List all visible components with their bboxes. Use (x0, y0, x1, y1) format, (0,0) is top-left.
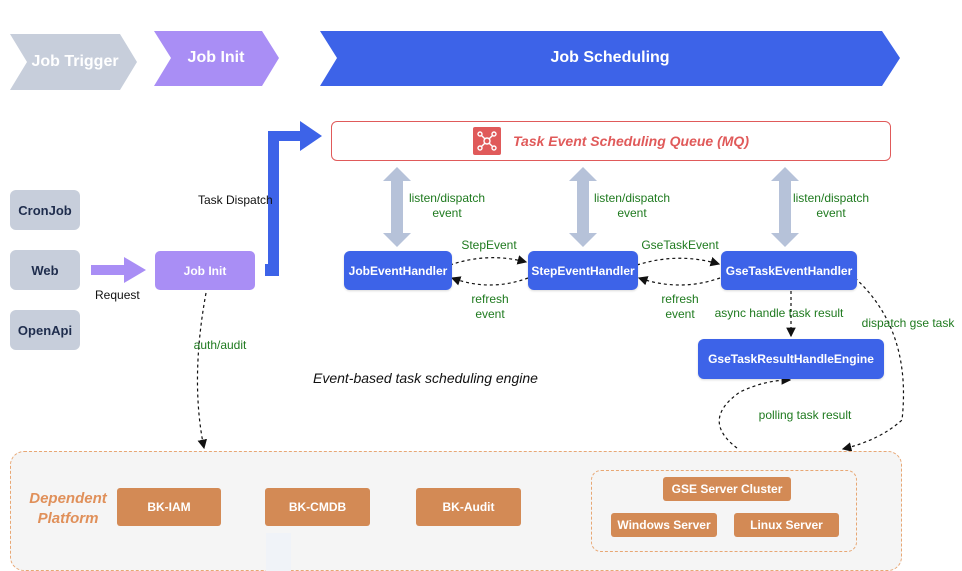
refresh-event-label-2: refresh event (661, 292, 699, 321)
listen-dispatch-label-step: listen/dispatch event (593, 191, 671, 220)
job-init-box[interactable]: Job Init (155, 251, 255, 290)
stage-job-init-label: Job Init (187, 49, 245, 66)
listen-arrow-job (383, 167, 411, 247)
gse-server-cluster-box[interactable]: GSE Server Cluster (663, 477, 791, 501)
job-event-handler[interactable]: JobEventHandler (344, 251, 452, 290)
gse-task-result-handle-engine[interactable]: GseTaskResultHandleEngine (698, 339, 884, 379)
polling-task-result-arrow (718, 375, 792, 449)
listen-arrow-step (569, 167, 597, 247)
linux-server-box[interactable]: Linux Server (734, 513, 839, 537)
refresh-event-arrow-1 (450, 276, 529, 286)
engine-caption: Event-based task scheduling engine (313, 370, 538, 386)
gse-task-event-label: GseTaskEvent (641, 238, 719, 252)
request-label: Request (95, 288, 140, 302)
request-arrow (91, 257, 146, 283)
trigger-openapi[interactable]: OpenApi (10, 310, 80, 350)
async-handle-label: async handle task result (714, 306, 844, 320)
gse-server-group (591, 470, 857, 552)
queue-title: Task Event Scheduling Queue (MQ) (513, 133, 749, 149)
step-event-label: StepEvent (461, 238, 517, 252)
stage-job-trigger-label: Job Trigger (31, 53, 119, 70)
listen-arrow-gse (771, 167, 799, 247)
bk-cmdb-box[interactable]: BK-CMDB (265, 488, 370, 526)
stage-job-scheduling-label: Job Scheduling (550, 49, 670, 66)
dependent-platform-title: Dependent Platform (29, 490, 107, 527)
bk-audit-box[interactable]: BK-Audit (416, 488, 521, 526)
task-dispatch-arrow (265, 121, 322, 276)
refresh-event-label-1: refresh event (471, 292, 509, 321)
dispatch-gse-task-label: dispatch gse task (861, 316, 955, 330)
stage-job-trigger-chevron (10, 34, 137, 90)
auth-audit-arrow (196, 292, 208, 450)
stage-job-scheduling-chevron (320, 31, 900, 86)
polling-task-result-label: polling task result (758, 408, 852, 422)
refresh-event-arrow-2 (637, 276, 721, 286)
listen-dispatch-label-gse: listen/dispatch event (792, 191, 870, 220)
dispatch-gse-task-arrow (841, 277, 905, 452)
step-event-handler[interactable]: StepEventHandler (528, 251, 638, 290)
gse-task-event-arrow (636, 257, 721, 267)
step-event-arrow (449, 255, 528, 266)
trigger-web[interactable]: Web (10, 250, 80, 290)
task-event-queue[interactable]: Task Event Scheduling Queue (MQ) (331, 121, 891, 161)
listen-dispatch-label-job: listen/dispatch event (408, 191, 486, 220)
bk-iam-box[interactable]: BK-IAM (117, 488, 221, 526)
task-dispatch-label: Task Dispatch (198, 193, 273, 207)
windows-server-box[interactable]: Windows Server (611, 513, 717, 537)
panel-tab-marker (266, 533, 291, 571)
gse-task-event-handler[interactable]: GseTaskEventHandler (721, 251, 857, 290)
auth-audit-label: auth/audit (193, 338, 247, 352)
message-queue-icon (473, 127, 502, 155)
stage-job-init-chevron (154, 31, 279, 86)
trigger-cronjob[interactable]: CronJob (10, 190, 80, 230)
